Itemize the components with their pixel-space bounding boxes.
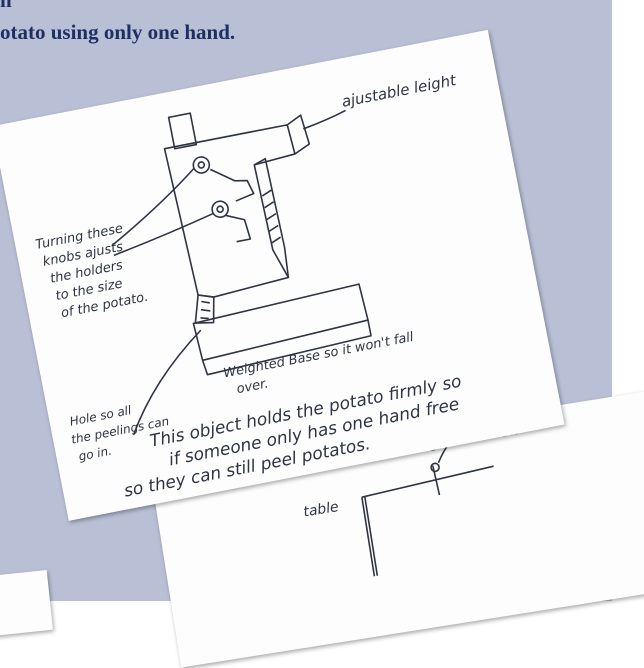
heading-line-1: n bbox=[0, 0, 12, 13]
partial-sheet-left bbox=[0, 570, 53, 638]
heading-line-2: otato using only one hand. bbox=[0, 20, 235, 45]
